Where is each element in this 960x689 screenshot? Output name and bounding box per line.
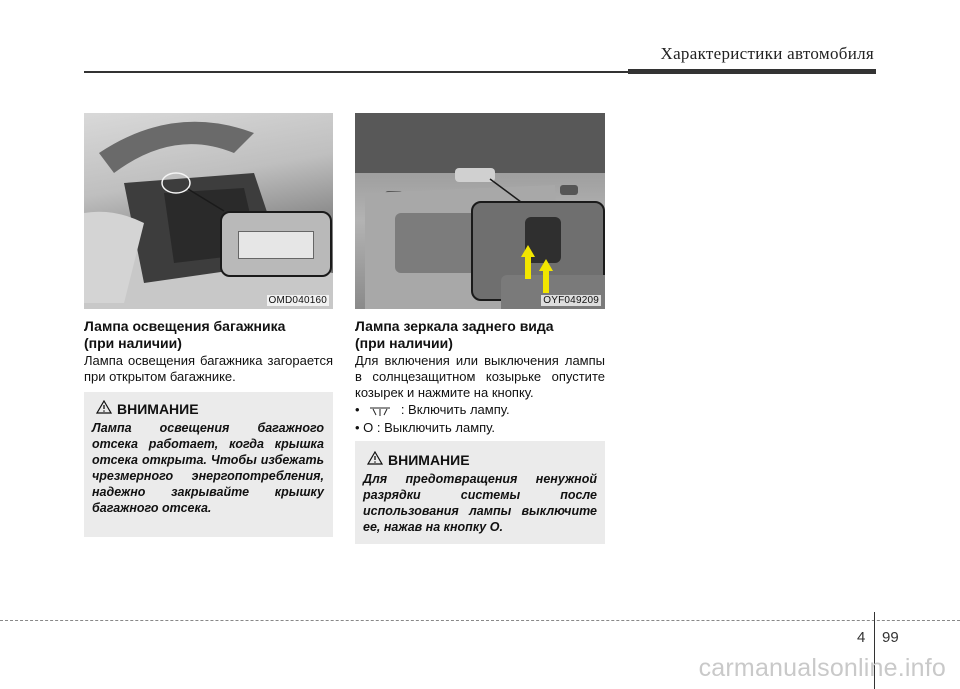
trunk-photo: OMD040160	[84, 113, 333, 309]
heading-line: Лампа освещения багажника	[84, 318, 286, 334]
heading-line: (при наличии)	[84, 335, 182, 351]
photo-code: OMD040160	[266, 295, 329, 306]
page-number-divider	[874, 612, 875, 689]
lamp-on-icon	[370, 407, 391, 416]
vanity-mirror-photo: OYF049209	[355, 113, 605, 309]
mirror-lamp-description: Для включения или выключения лампы в сол…	[355, 353, 605, 400]
bullet-on: • : Включить лампу.	[355, 402, 510, 418]
warning-text: Лампа освещения багажного отсека работае…	[92, 421, 324, 515]
chapter-number: 4	[857, 629, 866, 646]
header-rule-accent	[628, 69, 876, 74]
footer-rule	[0, 620, 960, 621]
warning-box: ВНИМАНИЕ Лампа освещения багажного отсек…	[84, 392, 333, 537]
trunk-lamp-description: Лампа освещения багажника загорается при…	[84, 353, 333, 384]
photo-code: OYF049209	[541, 295, 601, 306]
warning-icon	[367, 451, 383, 465]
trunk-lamp-icon	[238, 231, 314, 259]
arrow-up-icon	[525, 257, 531, 279]
warning-box: ВНИМАНИЕ Для предотвращения ненужной раз…	[355, 441, 605, 544]
bullet-on-text: : Включить лампу.	[400, 402, 510, 417]
section-heading: Лампа зеркала заднего вида (при наличии)	[355, 318, 554, 352]
page-number: 99	[882, 629, 899, 646]
bullet-off: • O : Выключить лампу.	[355, 420, 495, 435]
watermark: carmanualsonline.info	[698, 654, 946, 682]
trunk-lamp-inset	[220, 211, 332, 277]
header-title: Характеристики автомобиля	[660, 44, 874, 63]
heading-line: Лампа зеркала заднего вида	[355, 318, 554, 334]
arrow-up-icon	[543, 271, 549, 293]
warning-title: ВНИМАНИЕ	[117, 401, 199, 417]
arrow-up-icon	[521, 245, 535, 257]
heading-line: (при наличии)	[355, 335, 453, 351]
header-rule	[84, 71, 634, 73]
arrow-up-icon	[539, 259, 553, 271]
bullet-dot: •	[355, 402, 360, 417]
warning-text: Для предотвращения ненужной разрядки сис…	[363, 472, 597, 534]
section-heading: Лампа освещения багажника (при наличии)	[84, 318, 285, 352]
warning-title: ВНИМАНИЕ	[388, 452, 470, 468]
switch-inset	[471, 201, 605, 309]
warning-icon	[96, 400, 112, 414]
